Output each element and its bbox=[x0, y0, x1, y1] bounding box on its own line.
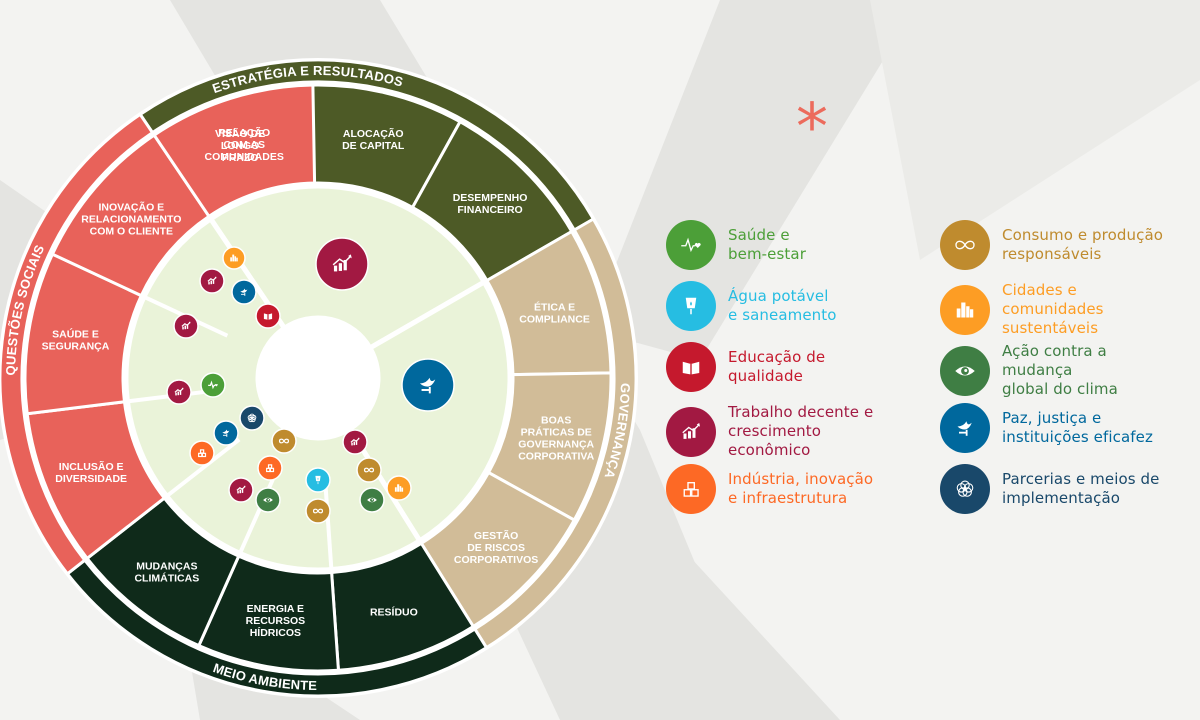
legend-label-line: e saneamento bbox=[728, 306, 837, 324]
peace-dove-icon bbox=[940, 403, 990, 453]
growth-icon bbox=[666, 406, 716, 457]
wheel-infinity-icon-17 bbox=[305, 498, 331, 524]
legend-label-line: Parcerias e meios de bbox=[1002, 470, 1160, 488]
wheel-growth-icon-18 bbox=[342, 429, 368, 455]
health-icon bbox=[666, 220, 716, 270]
legend-label-line: e infraestrutura bbox=[728, 489, 848, 507]
wheel-growth-icon-0 bbox=[315, 237, 369, 291]
legend-label-line: Consumo e produção bbox=[1002, 226, 1164, 244]
industry-icon bbox=[666, 464, 716, 514]
legend-label-line: global do clima bbox=[1002, 380, 1118, 398]
legend-label-line: qualidade bbox=[728, 367, 803, 385]
wheel-industry-icon-13 bbox=[257, 455, 283, 481]
wheel-water-icon-16 bbox=[305, 467, 331, 493]
wheel-growth-icon-14 bbox=[228, 477, 254, 503]
legend-label-line: sustentáveis bbox=[1002, 319, 1099, 337]
legend-label-line: instituições eficafez bbox=[1002, 428, 1153, 446]
legend-label-line: crescimento econômico bbox=[728, 422, 822, 459]
wheel-city-icon-2 bbox=[222, 246, 246, 270]
wheel-climate-eye-icon-15 bbox=[255, 487, 281, 513]
wheel-peace-dove-icon-4 bbox=[231, 279, 257, 305]
education-icon bbox=[666, 342, 716, 392]
legend-label-line: Saúde e bbox=[728, 226, 790, 244]
segment-relacao bbox=[152, 83, 317, 219]
wheel-health-icon-8 bbox=[200, 372, 226, 398]
legend-label-line: Ação contra a mudança bbox=[1002, 342, 1107, 379]
wheel-peace-dove-icon-10 bbox=[213, 420, 239, 446]
legend-label-line: Indústria, inovação bbox=[728, 470, 874, 488]
infinity-icon bbox=[940, 220, 990, 270]
wheel-growth-icon-7 bbox=[166, 379, 192, 405]
water-icon bbox=[666, 281, 716, 331]
wheel-infinity-icon-19 bbox=[356, 457, 382, 483]
asterisk-mark: * bbox=[796, 91, 828, 165]
legend-label-line: responsáveis bbox=[1002, 245, 1102, 263]
wheel-climate-eye-icon-21 bbox=[359, 487, 385, 513]
legend-label-line: Educação de bbox=[728, 348, 826, 366]
wheel-growth-icon-3 bbox=[199, 268, 225, 294]
city-icon bbox=[940, 284, 990, 335]
wheel-growth-icon-6 bbox=[173, 313, 199, 339]
segment-label-residuo: RESÍDUO bbox=[370, 605, 418, 618]
legend-label-line: Trabalho decente e bbox=[728, 403, 874, 421]
climate-eye-icon bbox=[940, 345, 990, 396]
wheel-industry-icon-11 bbox=[189, 440, 215, 466]
legend-label-line: implementação bbox=[1002, 489, 1121, 507]
wheel-infinity-icon-12 bbox=[271, 428, 297, 454]
pillar-social-band bbox=[0, 112, 155, 576]
partnership-icon bbox=[940, 464, 990, 514]
wheel-center bbox=[258, 318, 378, 438]
wheel-peace-dove-icon-1 bbox=[401, 358, 455, 412]
legend-label-line: bem-estar bbox=[728, 245, 806, 263]
legend-label-line: Cidades e comunidades bbox=[1002, 281, 1104, 318]
wheel-education-icon-5 bbox=[255, 303, 281, 329]
legend-label-line: Paz, justiça e bbox=[1002, 409, 1102, 427]
wheel-city-icon-20 bbox=[386, 475, 412, 501]
legend-label-line: Água potável bbox=[728, 287, 829, 305]
wheel-partnership-icon-9 bbox=[239, 405, 265, 431]
